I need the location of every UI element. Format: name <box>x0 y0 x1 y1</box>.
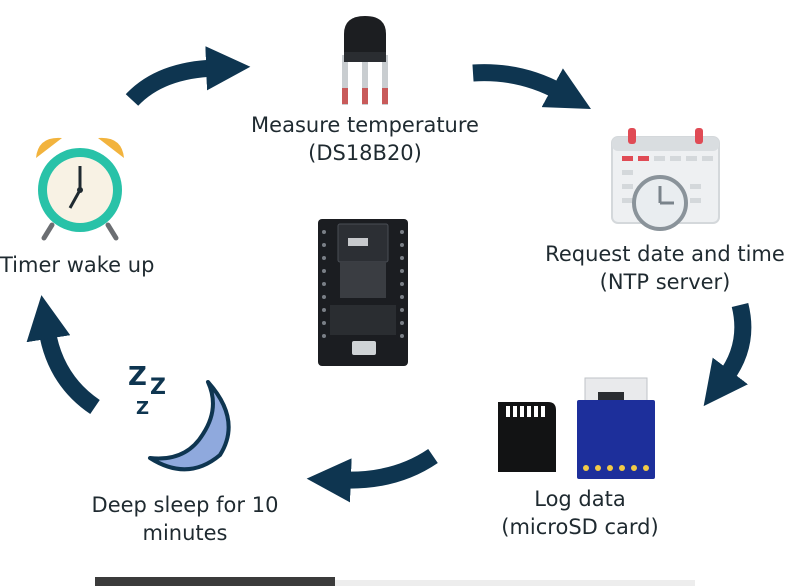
arrow-timer-to-measure <box>125 46 251 107</box>
ds18b20-sensor-icon <box>342 16 388 105</box>
step-label-request-date-time: Request date and time (NTP server) <box>530 240 800 296</box>
step-label-deep-sleep: Deep sleep for 10 minutes <box>70 491 300 547</box>
zzz-glyph: Z Z Z <box>128 362 166 419</box>
step-label-measure-temperature: Measure temperature (DS18B20) <box>240 111 490 167</box>
arrow-log-to-deep <box>306 448 438 503</box>
step-deep-line1: Deep sleep for 10 <box>91 493 279 517</box>
esp32-board-icon <box>318 219 408 366</box>
z-glyph-2: Z <box>150 375 166 400</box>
arrow-request-to-log <box>703 302 752 407</box>
moon-sleep-icon <box>148 380 231 472</box>
z-glyph-1: Z <box>128 362 147 392</box>
step-log-line2: (microSD card) <box>501 515 659 539</box>
calendar-clock-icon <box>611 128 720 231</box>
step-measure-line2: (DS18B20) <box>308 141 422 165</box>
sd-card-module-icon <box>577 377 655 479</box>
step-measure-line1: Measure temperature <box>251 113 479 137</box>
step-request-line1: Request date and time <box>545 242 785 266</box>
step-log-line1: Log data <box>534 487 626 511</box>
arrow-measure-to-request <box>472 64 591 110</box>
step-request-line2: (NTP server) <box>599 270 731 294</box>
z-glyph-3: Z <box>136 398 149 419</box>
alarm-clock-icon <box>36 137 124 241</box>
step-label-log-data: Log data (microSD card) <box>480 485 680 541</box>
bottom-strip <box>95 577 695 586</box>
step-timer-line1: Timer wake up <box>0 253 155 277</box>
step-label-timer-wake-up: Timer wake up <box>0 251 170 279</box>
cycle-arrows <box>26 46 752 503</box>
step-deep-line2: minutes <box>142 521 228 545</box>
microsd-card-icon <box>498 402 556 472</box>
arrow-deep-to-timer <box>26 295 100 415</box>
